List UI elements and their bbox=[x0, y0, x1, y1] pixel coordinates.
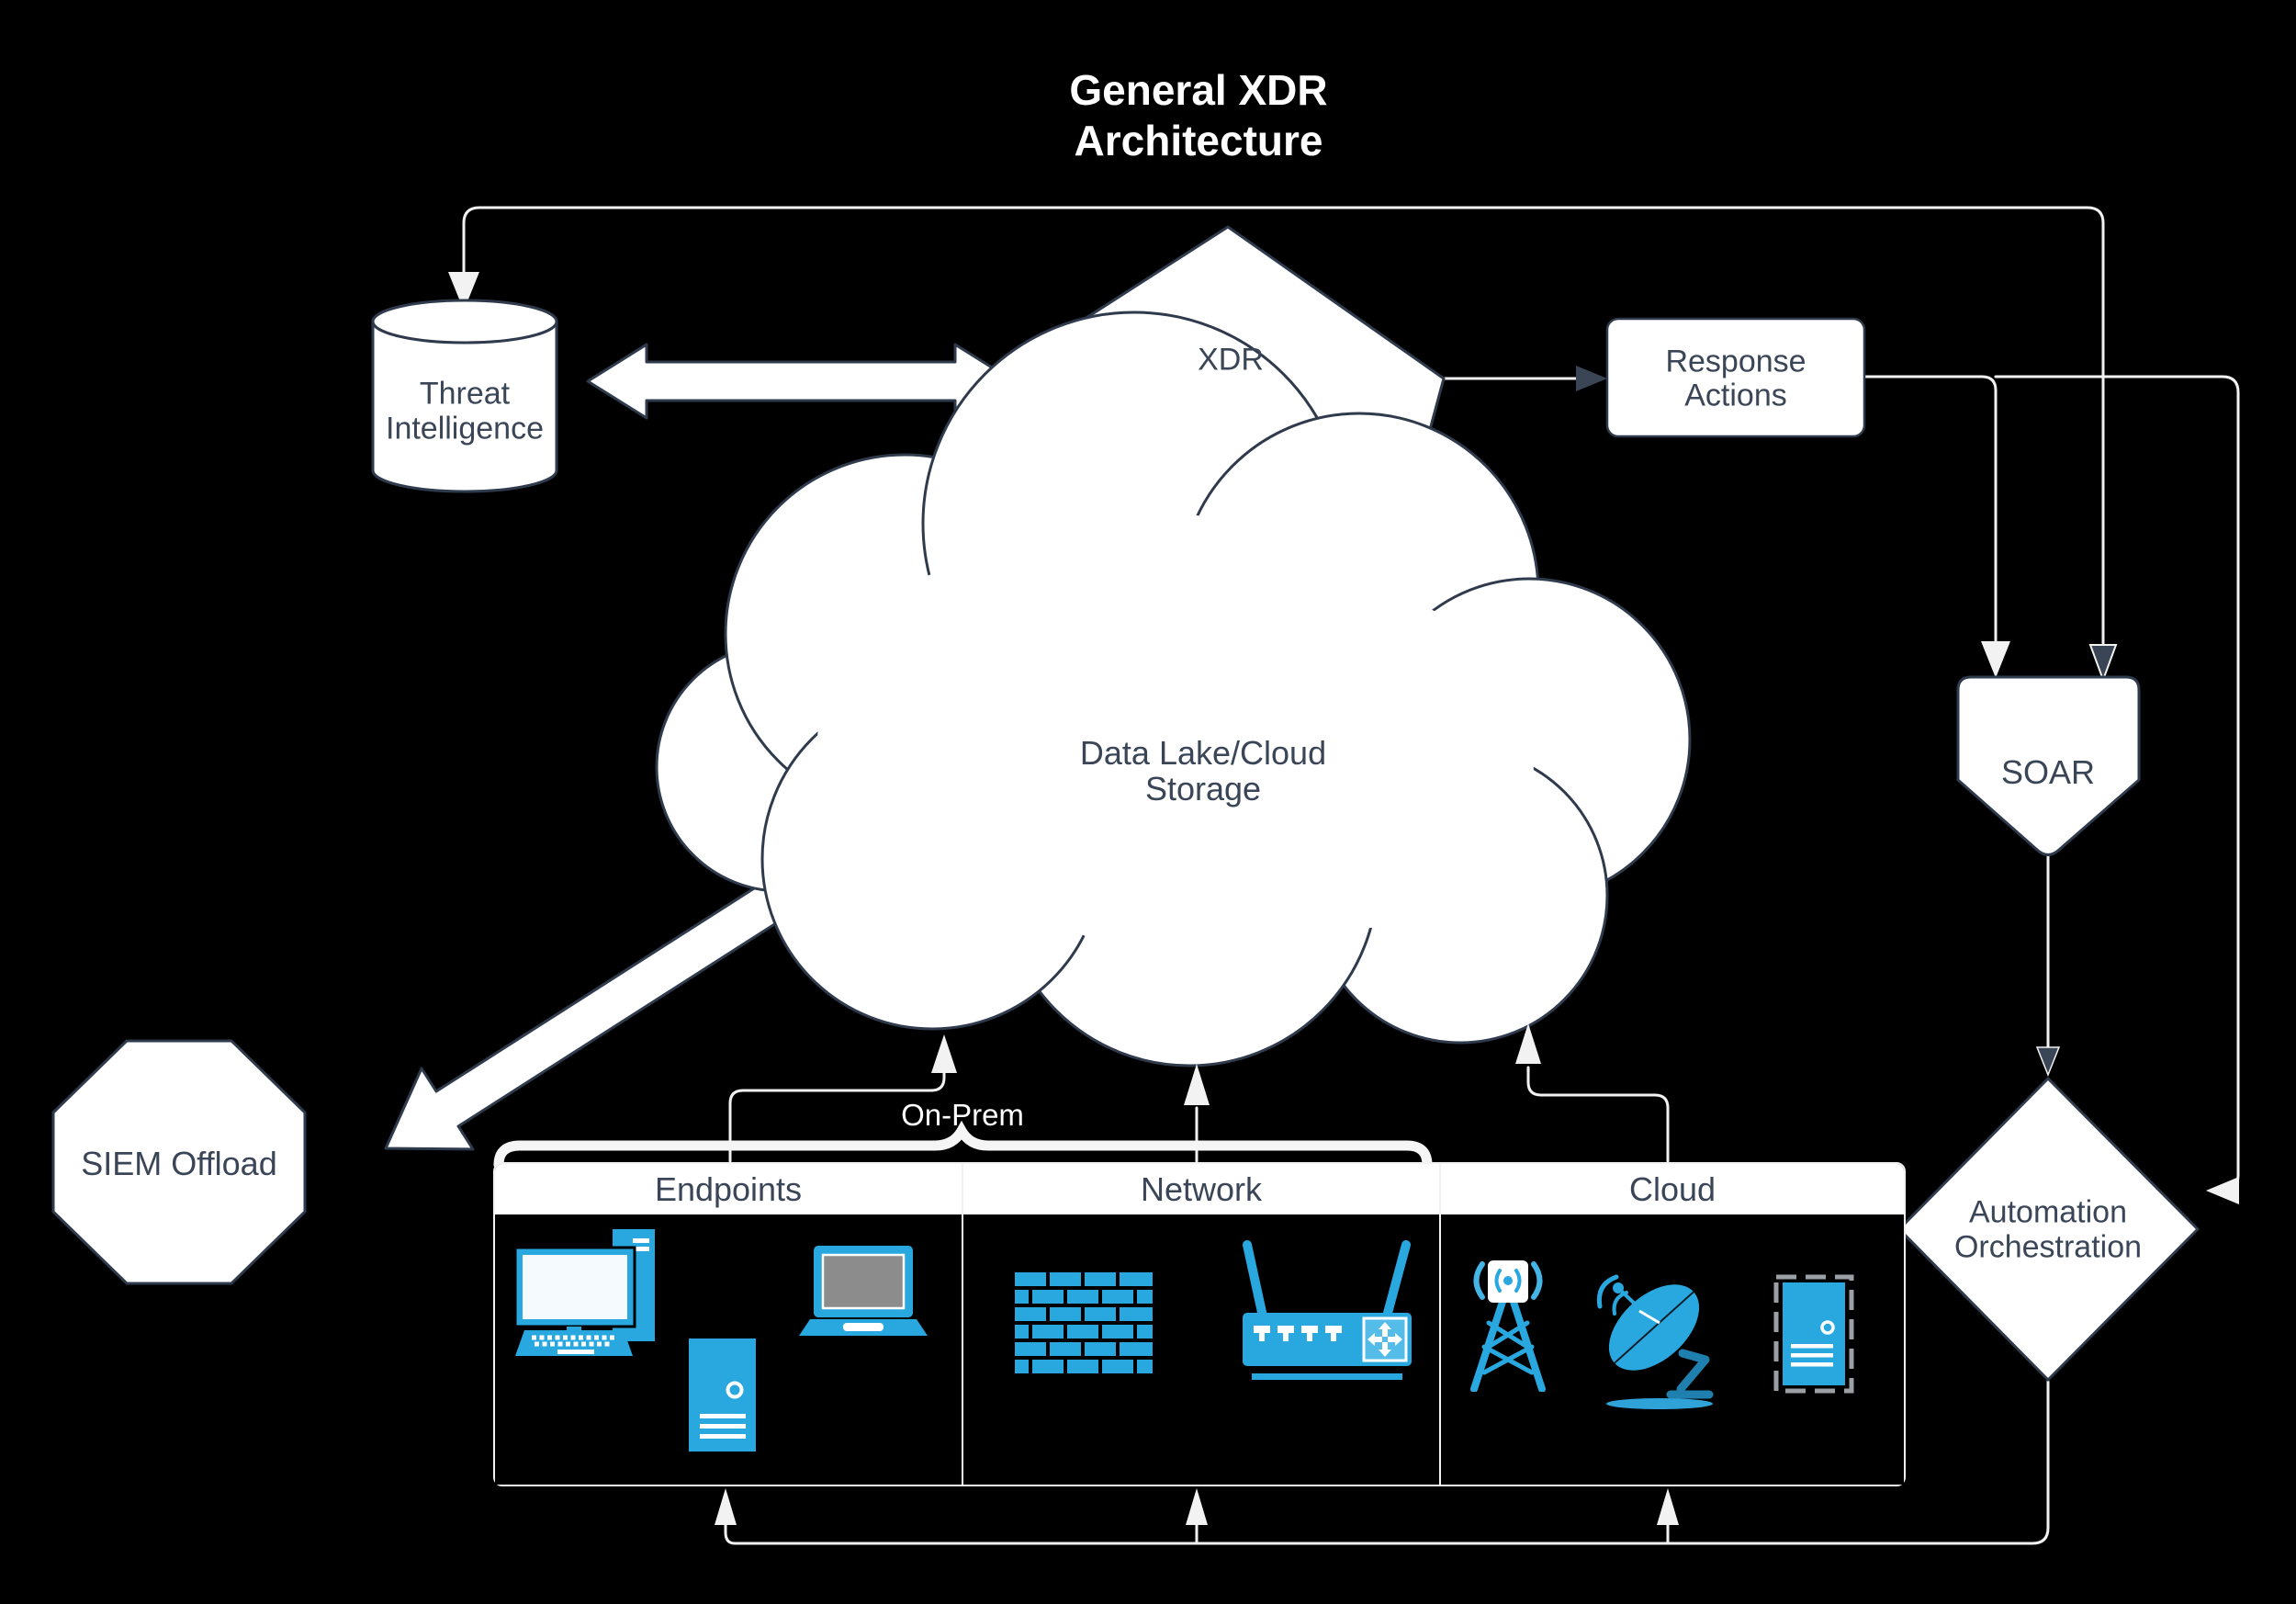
group-endpoints-header: Endpoints bbox=[495, 1164, 962, 1214]
satellite-dish-icon bbox=[1596, 1274, 1714, 1409]
firewall-icon bbox=[1015, 1272, 1153, 1373]
arrowhead-cloudbox-into-datalake bbox=[1515, 1023, 1541, 1064]
desktop-computer-icon bbox=[513, 1229, 655, 1356]
laptop-icon bbox=[799, 1246, 928, 1336]
arrowhead-into-automation-right bbox=[2206, 1177, 2239, 1204]
bidirectional-arrow-threat-xdr bbox=[586, 343, 1016, 420]
group-cloud-body bbox=[1441, 1214, 1904, 1485]
group-network-body bbox=[963, 1214, 1439, 1485]
group-endpoints: Endpoints bbox=[495, 1164, 962, 1485]
arrowhead-into-soar-white bbox=[1981, 641, 2010, 678]
group-cloud: Cloud bbox=[1439, 1164, 1904, 1485]
cloud-server-icon bbox=[1773, 1274, 1854, 1394]
wireless-router-icon bbox=[1243, 1240, 1412, 1380]
connector-top-loop bbox=[462, 206, 2105, 645]
arrowhead-into-automation-top bbox=[2035, 1046, 2061, 1078]
arrowhead-into-response-actions bbox=[1576, 366, 1607, 391]
automation-orchestration-diamond bbox=[1897, 1077, 2200, 1382]
response-actions-box bbox=[1605, 317, 1866, 438]
on-prem-brace bbox=[493, 1120, 1433, 1170]
arrowhead-into-soar-dark bbox=[2088, 644, 2118, 683]
connector-response-actions-to-soar bbox=[1863, 375, 1998, 643]
siem-offload-octagon bbox=[51, 1039, 307, 1285]
soar-shield-shape bbox=[1956, 675, 2141, 856]
group-endpoints-body bbox=[495, 1214, 962, 1485]
server-tower-icon bbox=[689, 1339, 756, 1452]
arrowhead-into-endpoints-box bbox=[715, 1488, 737, 1525]
group-network-header: Network bbox=[963, 1164, 1439, 1214]
arrowhead-into-network-box bbox=[1186, 1488, 1208, 1525]
arrowhead-endpoints-into-datalake bbox=[931, 1034, 957, 1073]
arrowhead-into-threat-intelligence bbox=[448, 272, 479, 311]
connector-endpoints-to-datalake bbox=[728, 1071, 946, 1163]
source-groups-container: Endpoints bbox=[493, 1162, 1906, 1486]
threat-intelligence-cylinder bbox=[371, 299, 558, 493]
connector-automation-to-sources bbox=[724, 1380, 2050, 1545]
radio-tower-icon bbox=[1470, 1260, 1546, 1392]
group-cloud-header: Cloud bbox=[1441, 1164, 1904, 1214]
data-lake-cloud-shape bbox=[655, 311, 1692, 1067]
connector-cloudbox-to-datalake bbox=[1526, 1066, 1670, 1163]
arrowhead-network-into-datalake bbox=[1184, 1064, 1210, 1105]
group-network: Network bbox=[962, 1164, 1439, 1485]
arrowhead-into-cloud-box bbox=[1657, 1488, 1679, 1525]
